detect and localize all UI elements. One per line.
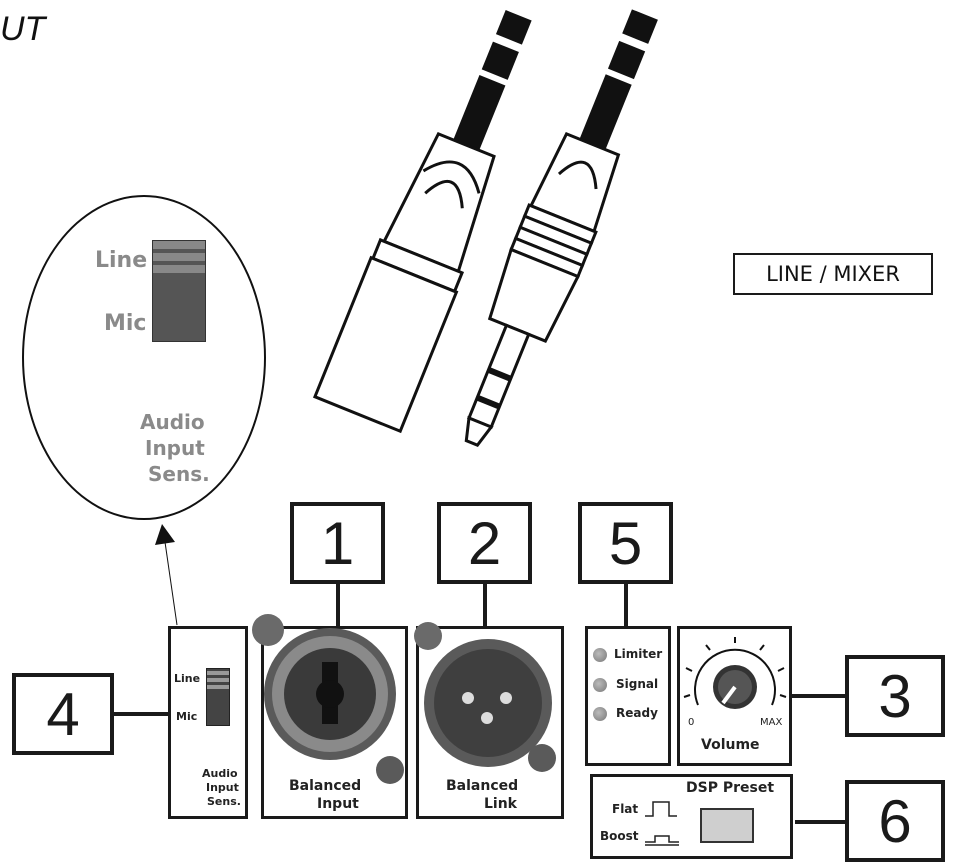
volume-min-label: 0 (688, 717, 695, 728)
sens-mic-label: Mic (176, 710, 198, 723)
sens-switch[interactable] (206, 668, 230, 726)
leader-4 (114, 712, 169, 716)
sens-line-label: Line (174, 672, 201, 685)
signal-label: Signal (616, 677, 659, 691)
dsp-panel (590, 774, 793, 859)
sens-caption-1: Audio (202, 767, 238, 780)
balanced-link-line1: Balanced (446, 778, 519, 794)
boost-curve-icon (645, 835, 679, 846)
dsp-boost-label: Boost (600, 829, 639, 843)
zoom-sens-switch (152, 240, 206, 342)
combo-jack-icon[interactable] (250, 612, 410, 787)
balanced-link-line2: Link (484, 796, 517, 812)
limiter-label: Limiter (614, 647, 663, 661)
zoom-arrow (155, 524, 178, 626)
dsp-title: DSP Preset (686, 780, 775, 796)
dsp-flat-label: Flat (612, 802, 639, 816)
callout-5: 5 (578, 502, 673, 584)
sens-caption-2: Input (206, 781, 239, 794)
zoom-bubble (22, 195, 266, 520)
xlr-socket-icon[interactable] (410, 618, 570, 788)
callout-3: 3 (845, 655, 945, 737)
ready-led (593, 707, 607, 721)
ready-label: Ready (616, 706, 658, 720)
callout-6: 6 (845, 780, 945, 862)
balanced-input-line1: Balanced (289, 778, 362, 794)
xlr-connector-illustration (312, 10, 532, 434)
zoom-mic-label: Mic (104, 311, 147, 336)
leader-5 (624, 584, 628, 628)
zoom-caption-1: Audio (140, 410, 205, 434)
leader-3 (792, 694, 845, 698)
callout-1: 1 (290, 502, 385, 584)
signal-led (593, 678, 607, 692)
leader-6 (795, 820, 845, 824)
flat-curve-icon (645, 801, 677, 817)
zoom-caption-3: Sens. (148, 462, 210, 486)
sens-caption-3: Sens. (207, 795, 241, 808)
balanced-input-line2: Input (317, 796, 359, 812)
volume-max-label: MAX (760, 717, 783, 728)
dsp-preset-button[interactable] (700, 808, 754, 843)
zoom-caption-2: Input (145, 436, 205, 460)
leader-2 (483, 584, 487, 628)
volume-knob[interactable] (680, 635, 790, 725)
callout-4: 4 (12, 673, 114, 755)
limiter-led (593, 648, 607, 662)
line-mixer-label: LINE / MIXER (733, 253, 933, 295)
leader-1 (336, 584, 340, 628)
header-fragment: UT (0, 10, 46, 48)
cables-illustration (312, 9, 658, 447)
volume-label: Volume (701, 737, 760, 753)
callout-2: 2 (437, 502, 532, 584)
zoom-line-label: Line (95, 248, 148, 273)
jack-connector-illustration (464, 9, 658, 447)
